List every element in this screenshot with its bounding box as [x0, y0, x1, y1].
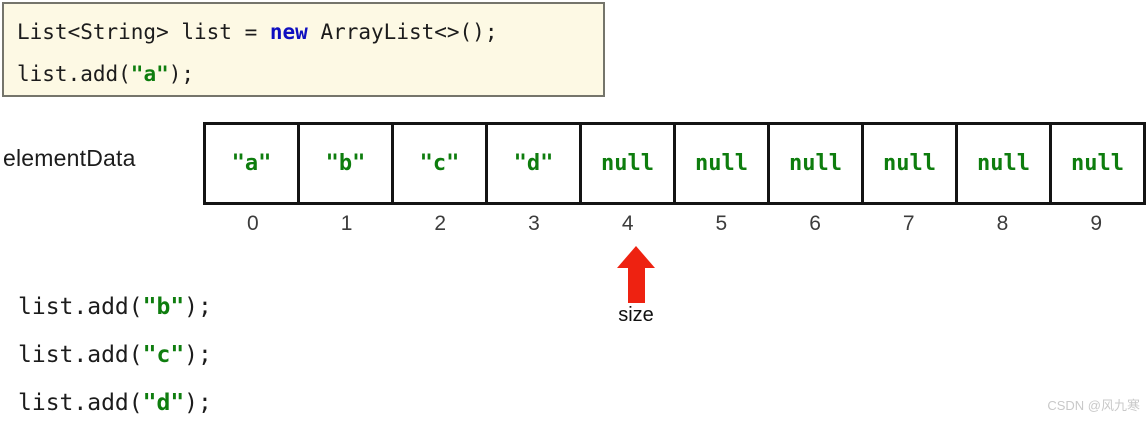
- array-cell: null: [767, 125, 861, 202]
- code-token-plain: list.add(: [17, 62, 131, 86]
- code-token-plain: list.add(: [18, 342, 143, 368]
- array-cell: "b": [297, 125, 391, 202]
- code-token-keyword: new: [269, 20, 308, 44]
- index-label: 9: [1090, 212, 1103, 235]
- watermark: CSDN @风九寒: [1047, 398, 1140, 413]
- elementdata-label: elementData: [3, 145, 136, 171]
- size-arrow-icon: [617, 246, 655, 268]
- top-code-block: List<String> list = new ArrayList<>();li…: [2, 2, 605, 97]
- code-line: list.add("a");: [17, 53, 603, 95]
- index-label: 2: [434, 212, 447, 235]
- code-token-string: "d": [142, 390, 185, 416]
- array-cell: null: [955, 125, 1049, 202]
- code-token-plain: );: [184, 342, 212, 368]
- array-cell: "d": [485, 125, 579, 202]
- size-label: size: [618, 304, 654, 326]
- index-row: 0 1 2 3 4 5 6 7 8 9: [203, 212, 1146, 236]
- code-token-plain: );: [184, 294, 212, 320]
- code-token-string: "b": [142, 294, 185, 320]
- code-line: list.add("b");: [18, 283, 212, 331]
- array-cell: "c": [391, 125, 485, 202]
- size-arrow-body: [627, 268, 645, 303]
- size-pointer: size: [610, 246, 662, 327]
- index-label: 1: [340, 212, 353, 235]
- index-label: 0: [247, 212, 259, 235]
- code-token-plain: ArrayList<>();: [307, 20, 498, 44]
- index-label: 6: [809, 212, 821, 235]
- code-token-plain: list.add(: [18, 294, 143, 320]
- code-token-plain: );: [168, 62, 195, 86]
- code-line: list.add("c");: [18, 331, 212, 379]
- index-label: 8: [996, 212, 1009, 235]
- code-token-string: "a": [130, 62, 169, 86]
- array-cell: null: [579, 125, 673, 202]
- code-token-plain: );: [184, 390, 212, 416]
- array-cell: null: [1049, 125, 1143, 202]
- index-label: 3: [528, 212, 540, 235]
- array-cell: null: [673, 125, 767, 202]
- code-line: list.add("d");: [18, 379, 212, 425]
- array-cell: "a": [231, 151, 272, 176]
- index-label: 4: [621, 212, 634, 235]
- index-label: 7: [902, 212, 915, 235]
- bottom-code-block: list.add("b");list.add("c");list.add("d"…: [18, 283, 212, 425]
- array-cell: null: [861, 125, 955, 202]
- code-token-plain: list.add(: [18, 390, 143, 416]
- code-line: List<String> list = new ArrayList<>();: [17, 11, 603, 53]
- code-token-plain: List<String> list =: [17, 20, 270, 44]
- code-token-string: "c": [142, 342, 185, 368]
- index-label: 5: [715, 212, 728, 235]
